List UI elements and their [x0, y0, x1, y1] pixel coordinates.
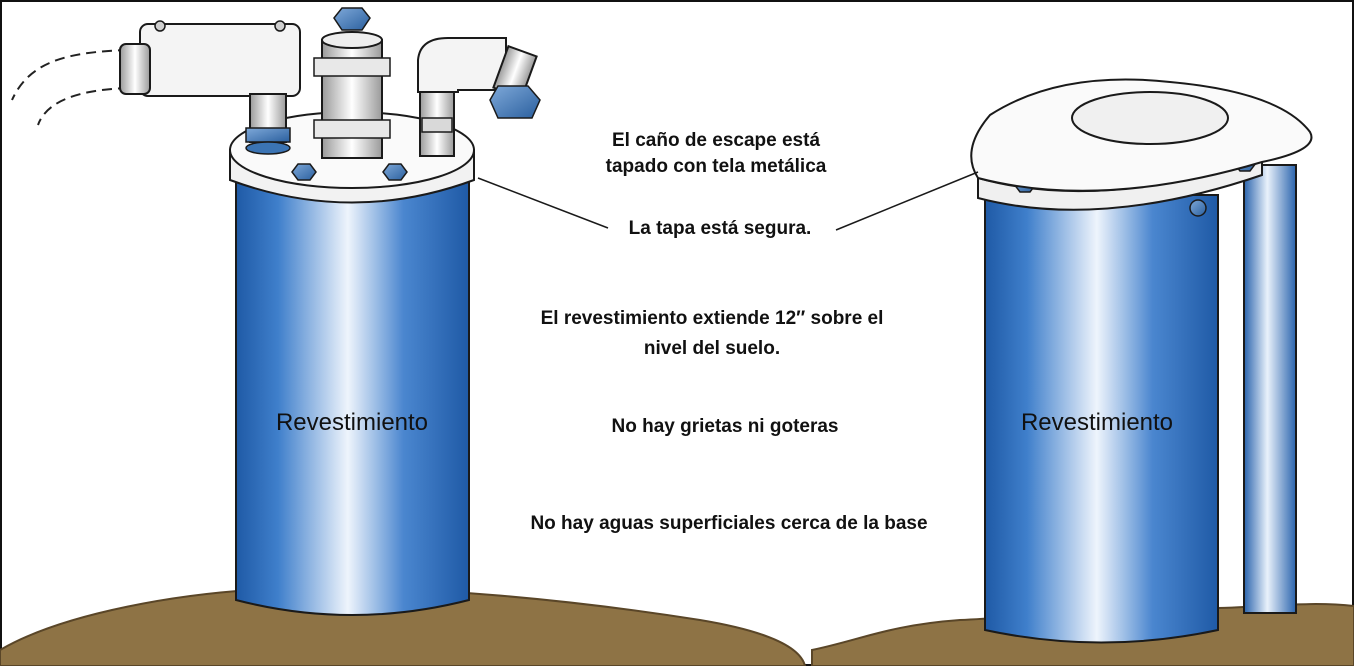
- callout-line-right: [835, 171, 979, 231]
- label-casing-height-line2: nivel del suelo.: [644, 338, 780, 359]
- callout-line-left: [477, 177, 609, 229]
- label-cap-secure: La tapa está segura.: [629, 218, 812, 239]
- label-vent-screen-line1: El caño de escape está: [612, 130, 820, 151]
- label-casing-left: Revestimiento: [276, 409, 428, 436]
- left-casing: [235, 177, 470, 616]
- left-bolt-2: [382, 163, 408, 181]
- left-fitting-ring-1: [245, 127, 291, 143]
- conduit-box: [139, 23, 301, 97]
- left-well: [0, 7, 807, 666]
- label-casing-height-line1: El revestimiento extiende 12″ sobre el: [541, 308, 884, 329]
- right-casing: [984, 194, 1219, 644]
- vent-nut: [333, 7, 371, 31]
- left-bolt-1: [291, 163, 317, 181]
- label-vent-screen-line2: tapado con tela metálica: [606, 156, 827, 177]
- right-rivet: [1189, 199, 1207, 217]
- conduit-wire-1: [11, 49, 129, 101]
- right-side-pipe: [1243, 164, 1297, 614]
- label-no-cracks: No hay grietas ni goteras: [611, 416, 838, 437]
- conduit-pipe: [119, 43, 151, 95]
- right-cap-top: [1071, 91, 1229, 145]
- elbow-fitting: [417, 37, 507, 93]
- elbow-nut: [489, 85, 541, 119]
- label-no-surface-water: No hay aguas superficiales cerca de la b…: [530, 513, 927, 534]
- label-casing-right: Revestimiento: [1021, 409, 1173, 436]
- right-well: [811, 78, 1354, 666]
- conduit-wire-2: [37, 87, 129, 126]
